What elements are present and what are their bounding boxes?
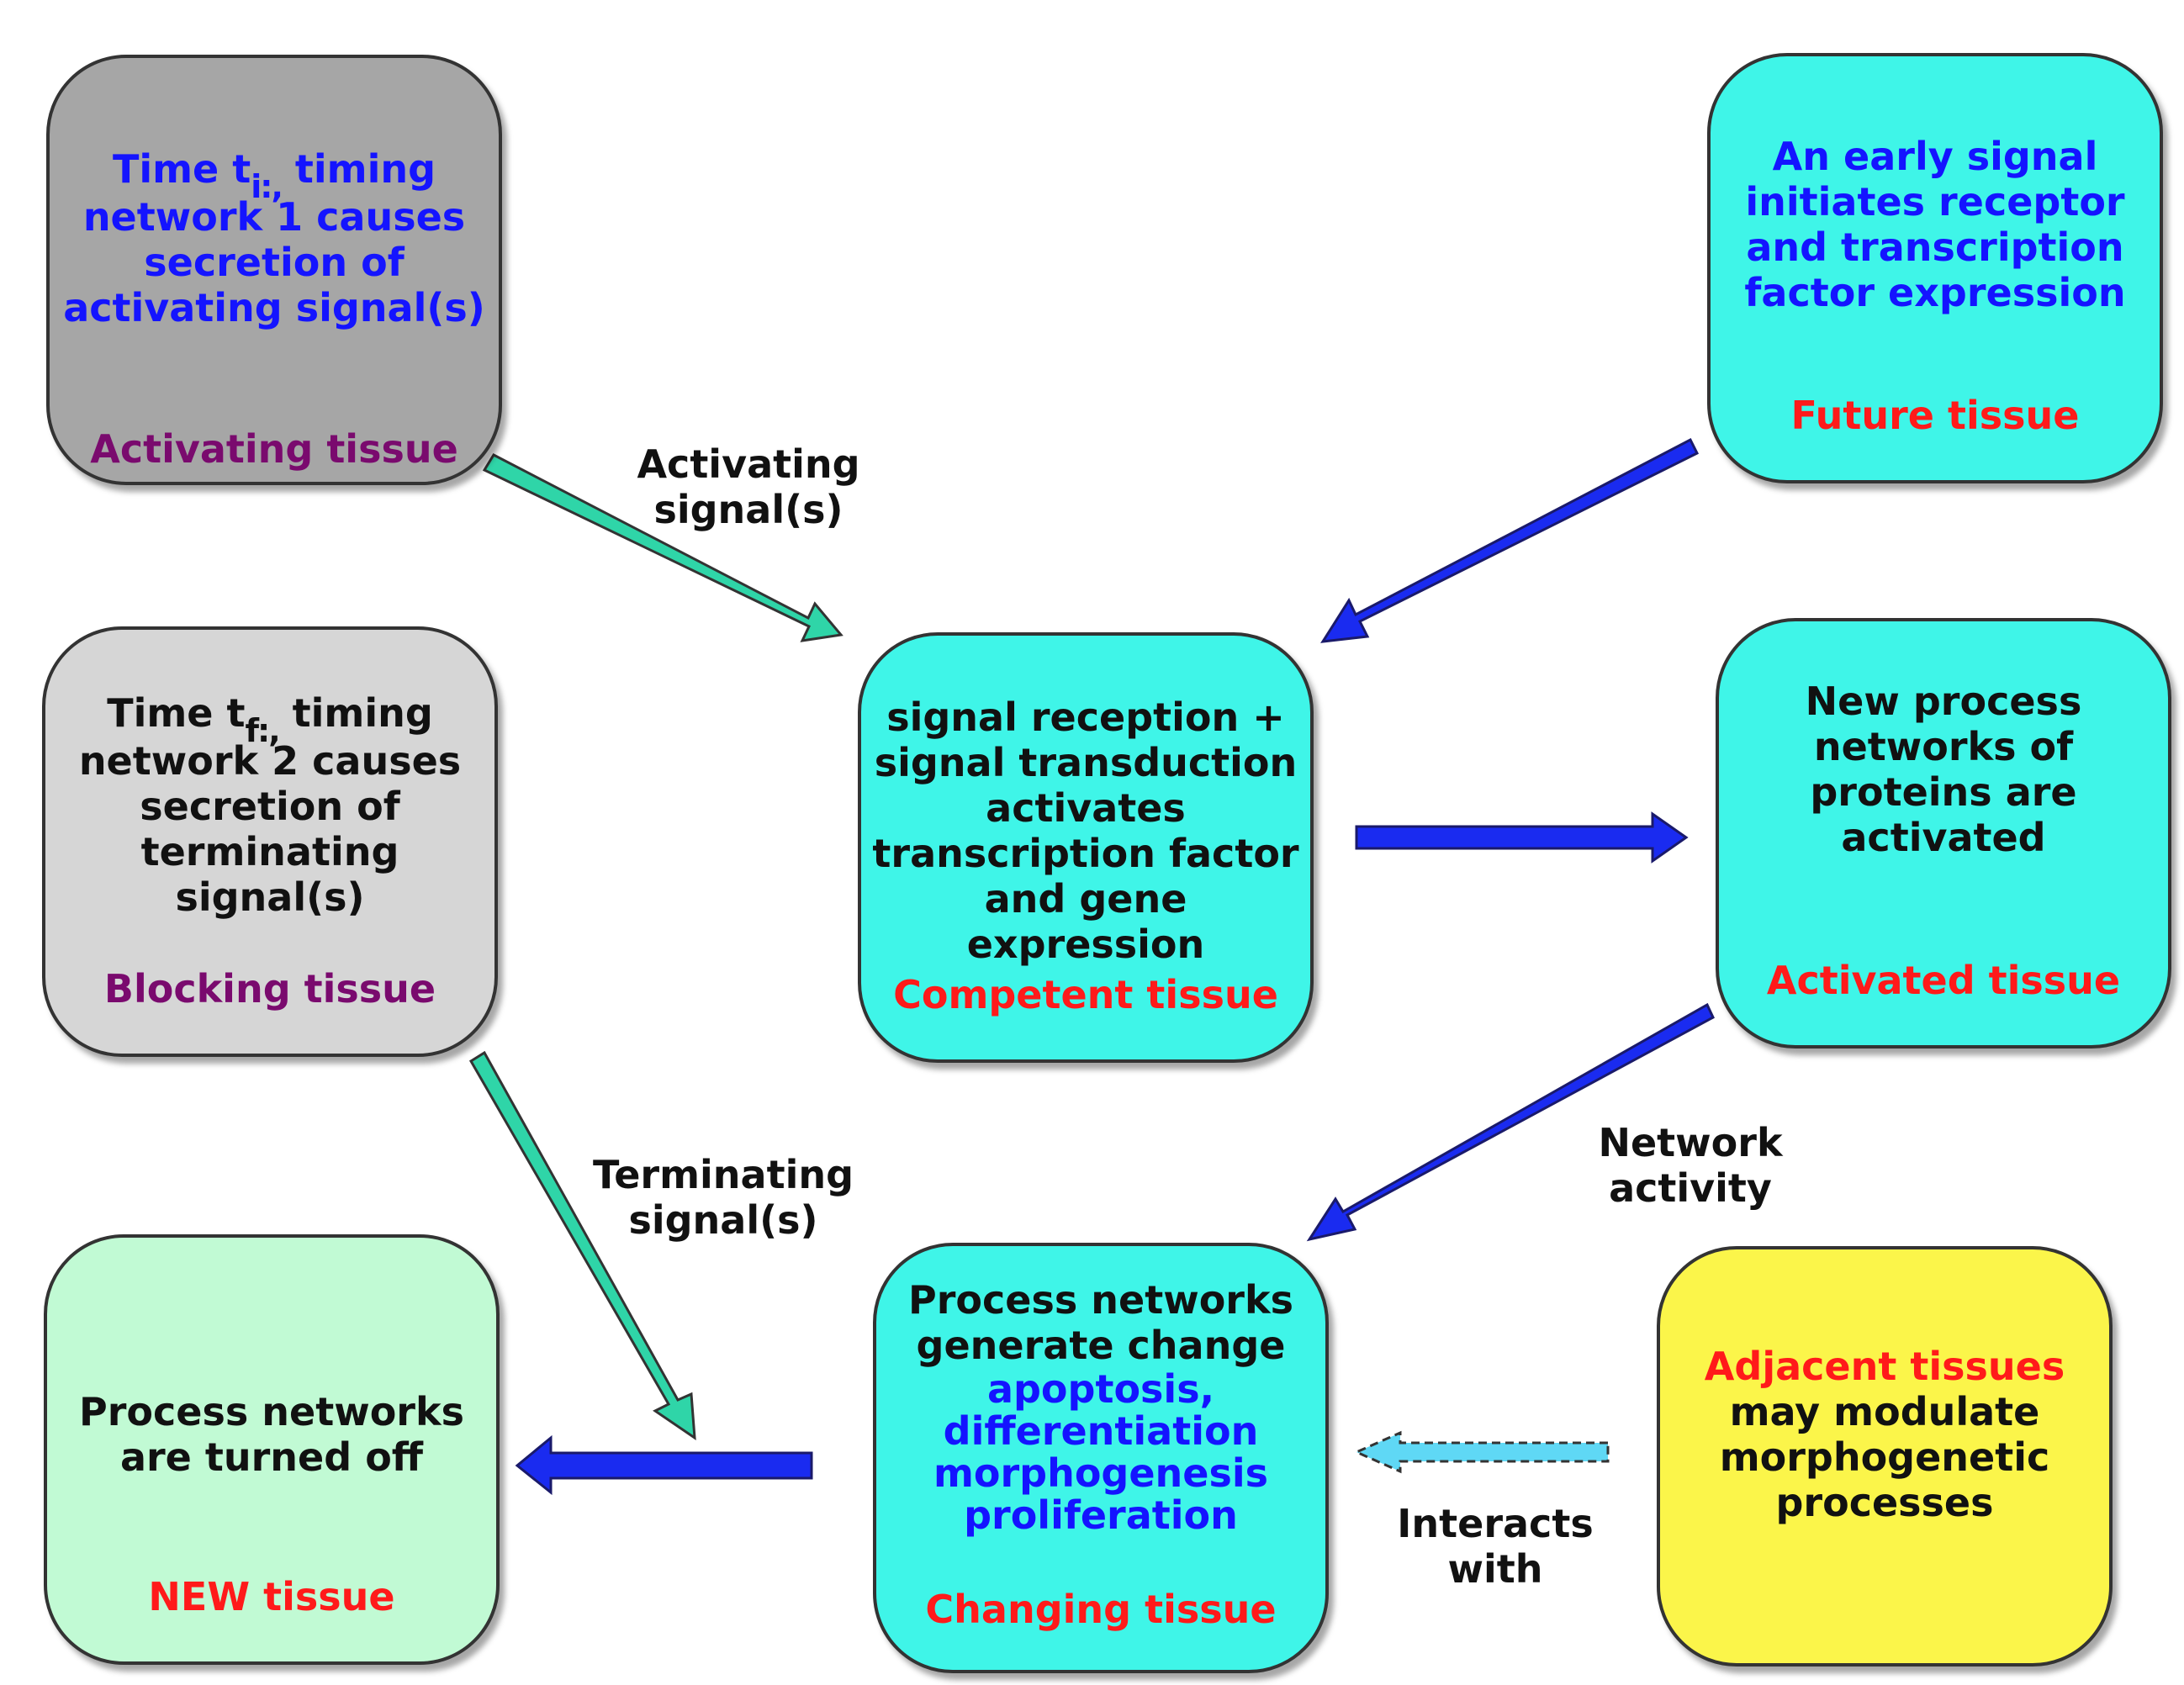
activated-label: Activated tissue xyxy=(1766,958,2121,1003)
node-future-text: An early signal initiates receptor and t… xyxy=(1711,134,2160,315)
arrow-blocking-terminating xyxy=(468,1050,696,1440)
terminating-signals-line1: Terminating xyxy=(592,1152,854,1197)
arrow-activated-to-changing xyxy=(1306,1002,1715,1242)
adjacent-line2: may modulate xyxy=(1729,1389,2040,1434)
blocking-line4: terminating xyxy=(140,829,399,874)
node-future-tissue: An early signal initiates receptor and t… xyxy=(1707,53,2163,483)
edge-label-network-activity: Network activity xyxy=(1564,1120,1816,1211)
blocking-label: Blocking tissue xyxy=(103,966,436,1012)
new-line2: are turned off xyxy=(119,1434,424,1480)
activating-label: Activating tissue xyxy=(90,426,458,472)
activating-line1-b: timing xyxy=(281,146,436,192)
node-activating-text: Time ti:, timing network 1 causes secret… xyxy=(50,146,499,330)
network-activity-line2: activity xyxy=(1609,1165,1772,1211)
activating-line2: network 1 causes xyxy=(82,194,466,240)
arrow-competent-to-activated xyxy=(1355,811,1689,864)
changing-line5: morphogenesis xyxy=(933,1450,1269,1496)
activated-line3: proteins are xyxy=(1810,769,2077,815)
adjacent-line4: processes xyxy=(1775,1480,1994,1525)
node-blocking-text: Time tf:, timing network 2 causes secret… xyxy=(45,690,494,920)
interacts-with-line1: Interacts xyxy=(1397,1501,1594,1546)
changing-line4: differentiation xyxy=(943,1408,1259,1454)
activating-line3: secretion of xyxy=(144,240,405,285)
competent-line1: signal reception + xyxy=(886,695,1285,740)
node-changing-tissue: Process networks generate change apoptos… xyxy=(873,1243,1329,1673)
arrow-activating-to-competent xyxy=(482,453,843,642)
changing-line2: generate change xyxy=(916,1323,1286,1368)
node-new-text: Process networks are turned off xyxy=(47,1389,496,1480)
competent-line2: signal transduction xyxy=(874,740,1298,785)
node-changing-text: Process networks generate change apoptos… xyxy=(876,1277,1325,1536)
node-competent-text: signal reception + signal transduction a… xyxy=(861,695,1310,967)
competent-line4: transcription factor xyxy=(872,831,1299,876)
competent-line3: activates xyxy=(986,785,1186,831)
activated-line4: activated xyxy=(1841,815,2046,860)
edge-label-interacts-with: Interacts with xyxy=(1369,1501,1621,1592)
network-activity-line1: Network xyxy=(1598,1120,1783,1165)
adjacent-line1: Adjacent tissues xyxy=(1704,1344,2065,1389)
changing-line3: apoptosis, xyxy=(986,1366,1215,1412)
future-line2: initiates receptor xyxy=(1745,179,2125,224)
activated-line2: networks of xyxy=(1813,724,2074,769)
node-blocking-tissue: Time tf:, timing network 2 causes secret… xyxy=(42,626,498,1057)
node-competent-tissue: signal reception + signal transduction a… xyxy=(858,632,1314,1063)
adjacent-line3: morphogenetic xyxy=(1719,1434,2050,1480)
blocking-line1-b: timing xyxy=(278,690,433,736)
node-activated-tissue: New process networks of proteins are act… xyxy=(1716,618,2171,1049)
future-label: Future tissue xyxy=(1790,393,2080,438)
node-adjacent-tissues: Adjacent tissues may modulate morphogene… xyxy=(1657,1246,2113,1667)
future-line4: factor expression xyxy=(1744,270,2126,315)
activating-line1-a: Time t xyxy=(112,146,251,192)
blocking-line2: network 2 causes xyxy=(78,738,462,784)
competent-label: Competent tissue xyxy=(893,972,1278,1017)
blocking-line1-sub: f:, xyxy=(245,712,280,749)
new-line1: Process networks xyxy=(79,1389,464,1434)
node-activating-tissue: Time ti:, timing network 1 causes secret… xyxy=(46,55,502,485)
future-line3: and transcription xyxy=(1746,224,2124,270)
future-line1: An early signal xyxy=(1772,134,2098,179)
arrow-changing-to-new xyxy=(515,1434,813,1496)
changing-line1: Process networks xyxy=(908,1277,1293,1323)
changing-label: Changing tissue xyxy=(925,1587,1277,1632)
node-new-tissue: Process networks are turned off NEW tiss… xyxy=(44,1234,500,1665)
arrow-future-to-competent xyxy=(1320,437,1700,643)
activated-line1: New process xyxy=(1805,679,2082,724)
node-adjacent-text: Adjacent tissues may modulate morphogene… xyxy=(1660,1344,2109,1525)
interacts-with-line2: with xyxy=(1447,1546,1543,1592)
activating-line1-sub: i:, xyxy=(251,168,283,205)
edge-label-activating-signals: Activating signal(s) xyxy=(622,441,875,532)
blocking-line1-a: Time t xyxy=(107,690,246,736)
changing-line6: proliferation xyxy=(964,1492,1238,1538)
edge-label-terminating-signals: Terminating signal(s) xyxy=(589,1152,858,1243)
blocking-line3: secretion of xyxy=(140,784,400,829)
arrow-adjacent-to-changing xyxy=(1353,1430,1610,1474)
terminating-signals-line2: signal(s) xyxy=(628,1197,818,1243)
blocking-line5: signal(s) xyxy=(175,874,365,920)
activating-signals-line2: signal(s) xyxy=(653,487,843,532)
activating-line4: activating signal(s) xyxy=(63,285,485,330)
competent-line5: and gene expression xyxy=(966,876,1205,967)
activating-signals-line1: Activating xyxy=(637,441,860,487)
node-activated-text: New process networks of proteins are act… xyxy=(1719,679,2168,860)
new-label: NEW tissue xyxy=(148,1574,395,1619)
